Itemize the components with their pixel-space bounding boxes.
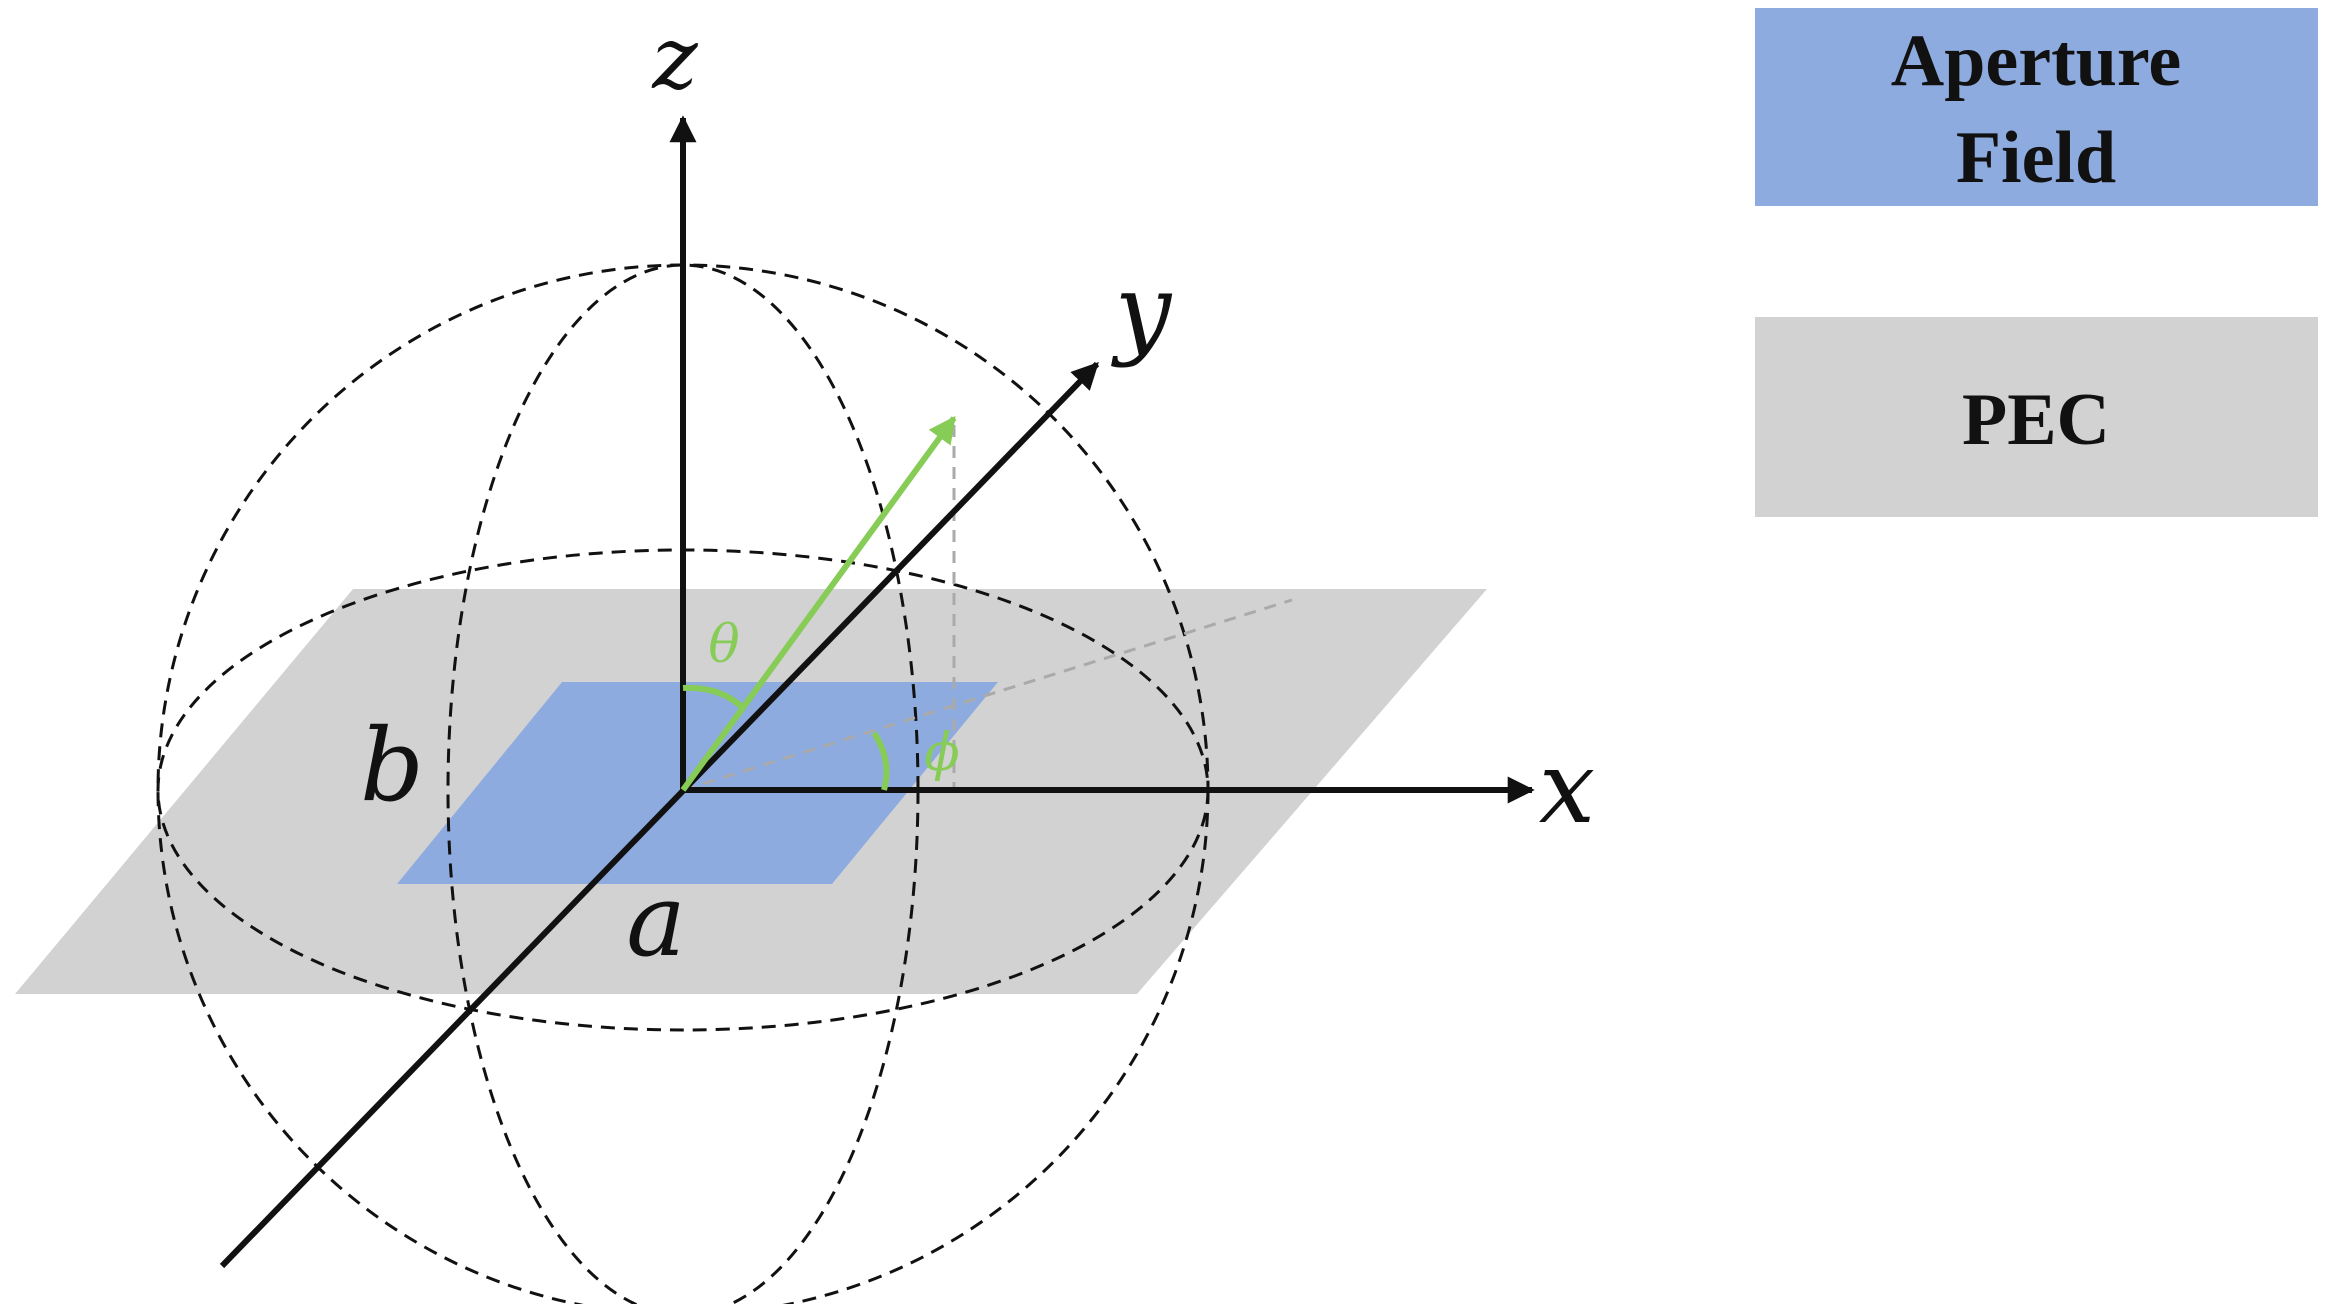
legend: Aperture Field PEC bbox=[1755, 8, 2318, 517]
y-axis-label: y bbox=[1111, 252, 1173, 369]
dimension-b-label: b bbox=[360, 707, 424, 824]
y-axis bbox=[219, 361, 1100, 1269]
legend-pec-label: PEC bbox=[1962, 379, 2110, 461]
legend-aperture-label-line1: Aperture bbox=[1891, 20, 2181, 102]
phi-angle-arc bbox=[871, 731, 890, 791]
phi-label: ϕ bbox=[924, 723, 959, 783]
legend-aperture-swatch bbox=[1755, 8, 2318, 206]
aperture-field-patch bbox=[397, 682, 998, 884]
theta-angle-arc bbox=[682, 684, 746, 711]
x-axis-label: x bbox=[1539, 729, 1595, 846]
dimension-a-label: a bbox=[626, 862, 686, 979]
legend-aperture-label-line2: Field bbox=[1956, 117, 2116, 199]
theta-label: θ bbox=[708, 615, 739, 675]
projection-plane-line bbox=[682, 598, 1293, 792]
z-axis-label: z bbox=[651, 9, 698, 109]
legend-pec-swatch bbox=[1755, 317, 2318, 517]
direction-vector bbox=[680, 415, 957, 792]
